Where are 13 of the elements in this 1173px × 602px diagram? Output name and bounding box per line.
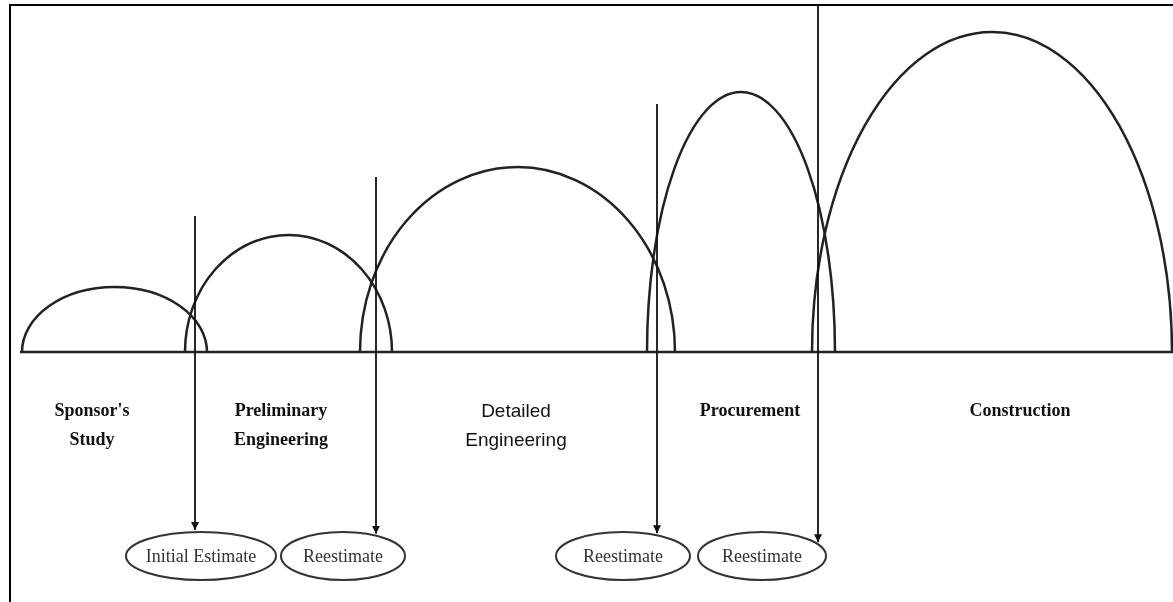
estimate-ellipse: Initial Estimate <box>125 531 277 581</box>
phase-label: Sponsor's Study <box>53 399 131 451</box>
estimate-ellipse: Reestimate <box>280 531 406 581</box>
phase-label: Construction <box>968 399 1072 422</box>
phase-label: Detailed Engineering <box>464 399 568 452</box>
estimate-ellipse: Reestimate <box>697 531 827 581</box>
phase-label: Preliminary Engineering <box>233 399 329 451</box>
estimate-ellipse: Reestimate <box>555 531 691 581</box>
estimate-arrow <box>372 176 380 535</box>
phase-label: Procurement <box>698 399 802 422</box>
estimate-arrow <box>191 215 199 531</box>
estimate-arrow <box>653 103 661 535</box>
estimate-arrow <box>814 5 822 544</box>
